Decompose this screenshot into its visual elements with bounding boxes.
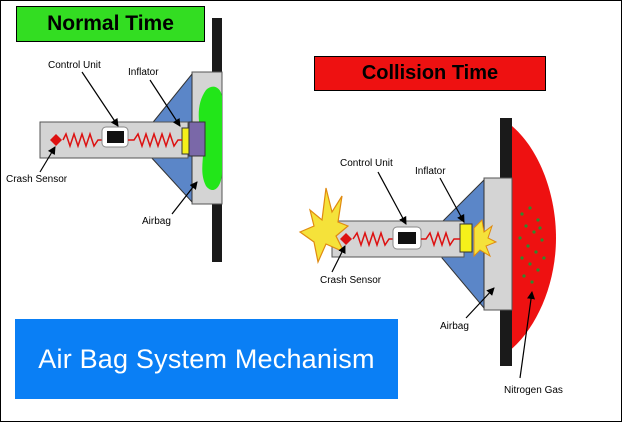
collision-label-inflator: Inflator: [415, 166, 446, 177]
normal-arrow-control-unit: [81, 71, 119, 127]
collision-label-nitrogen-gas: Nitrogen Gas: [504, 385, 563, 396]
collision-inflator: [459, 223, 473, 253]
normal-arrow-inflator: [149, 79, 181, 127]
collision-impact-burst: [298, 187, 350, 264]
nitrogen-gas-dots: [518, 206, 546, 284]
collision-control-unit-chip: [398, 232, 416, 244]
collision-label-control-unit: Control Unit: [340, 158, 393, 169]
normal-arrow-crash-sensor: [39, 146, 56, 173]
collision-arrow-crash-sensor: [331, 245, 346, 273]
collision-arrow-control-unit: [377, 171, 407, 225]
collision-label-crash-sensor: Crash Sensor: [320, 275, 382, 286]
normal-spring-right: [128, 131, 182, 149]
collision-crash-sensor: [340, 233, 352, 245]
normal-spring-left: [62, 131, 104, 149]
normal-control-unit-chip: [107, 131, 124, 143]
normal-label-airbag: Airbag: [142, 216, 171, 227]
normal-crash-sensor: [50, 134, 62, 146]
normal-label-crash-sensor: Crash Sensor: [6, 174, 68, 185]
normal-inflator: [181, 127, 190, 155]
normal-airbag: [198, 86, 222, 191]
normal-label-inflator: Inflator: [128, 67, 159, 78]
collision-airbag: [508, 126, 556, 352]
collision-arrow-inflator: [439, 177, 465, 223]
normal-inflator-block: [188, 121, 206, 157]
collision-time-assembly: [298, 118, 556, 379]
system-title: Air Bag System Mechanism: [15, 319, 398, 399]
collision-label-airbag: Airbag: [440, 321, 469, 332]
normal-time-assembly: [39, 18, 223, 262]
collision-spring-left: [352, 230, 394, 248]
collision-arrow-airbag: [465, 287, 495, 319]
normal-arrow-airbag: [171, 181, 198, 215]
collision-time-title: Collision Time: [314, 56, 546, 91]
normal-time-title: Normal Time: [16, 6, 205, 42]
collision-arrow-nitrogen: [519, 291, 535, 379]
collision-spring-right: [421, 230, 460, 248]
collision-inflator-burst: [473, 218, 498, 258]
normal-label-control-unit: Control Unit: [48, 60, 101, 71]
